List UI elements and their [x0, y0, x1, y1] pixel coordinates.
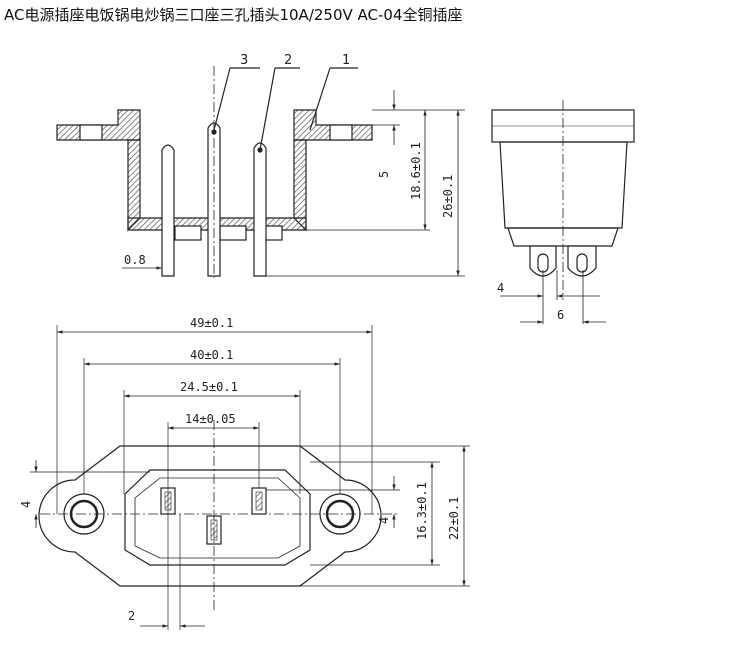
dim-end-pin-spacing: 6 — [557, 308, 564, 322]
front-body — [124, 469, 311, 566]
dim-flange-5: 5 — [377, 171, 391, 178]
end-base — [507, 227, 619, 247]
page-title: AC电源插座电饭锅电炒锅三口座三孔插头10A/250V AC-04全铜插座 — [4, 6, 463, 24]
dim-body-width: 24.5±0.1 — [180, 380, 238, 394]
left-mount-hole — [79, 124, 103, 141]
end-lug-right — [567, 245, 597, 277]
right-mount-hole — [329, 124, 353, 141]
part-label-2: 2 — [284, 53, 292, 68]
dim-pin-width-side: 0.8 — [124, 253, 146, 267]
pin-left — [161, 144, 175, 277]
pin-right — [253, 142, 267, 277]
right-wall — [293, 139, 307, 232]
dim-overall-height: 22±0.1 — [447, 497, 461, 540]
end-body — [499, 141, 628, 229]
dim-left-offset: 4 — [19, 501, 33, 508]
front-view — [30, 325, 470, 630]
dim-end-pin-offset: 4 — [497, 281, 504, 295]
part-label-1: 1 — [342, 53, 350, 68]
end-view — [491, 100, 635, 324]
dim-front-pin-width: 2 — [128, 609, 135, 623]
end-lug-left — [529, 245, 557, 277]
dim-body-height: 16.3±0.1 — [415, 482, 429, 540]
dim-total-depth: 26±0.1 — [441, 175, 455, 218]
dim-right-offset: 4 — [377, 517, 391, 524]
dim-hole-spacing: 40±0.1 — [190, 348, 233, 362]
left-wall — [127, 139, 141, 232]
dim-pin-spacing: 14±0.05 — [185, 412, 236, 426]
part-label-3: 3 — [240, 53, 248, 68]
dim-body-depth: 18.6±0.1 — [409, 142, 423, 200]
dim-overall-width: 49±0.1 — [190, 316, 233, 330]
side-section-view — [56, 66, 465, 278]
